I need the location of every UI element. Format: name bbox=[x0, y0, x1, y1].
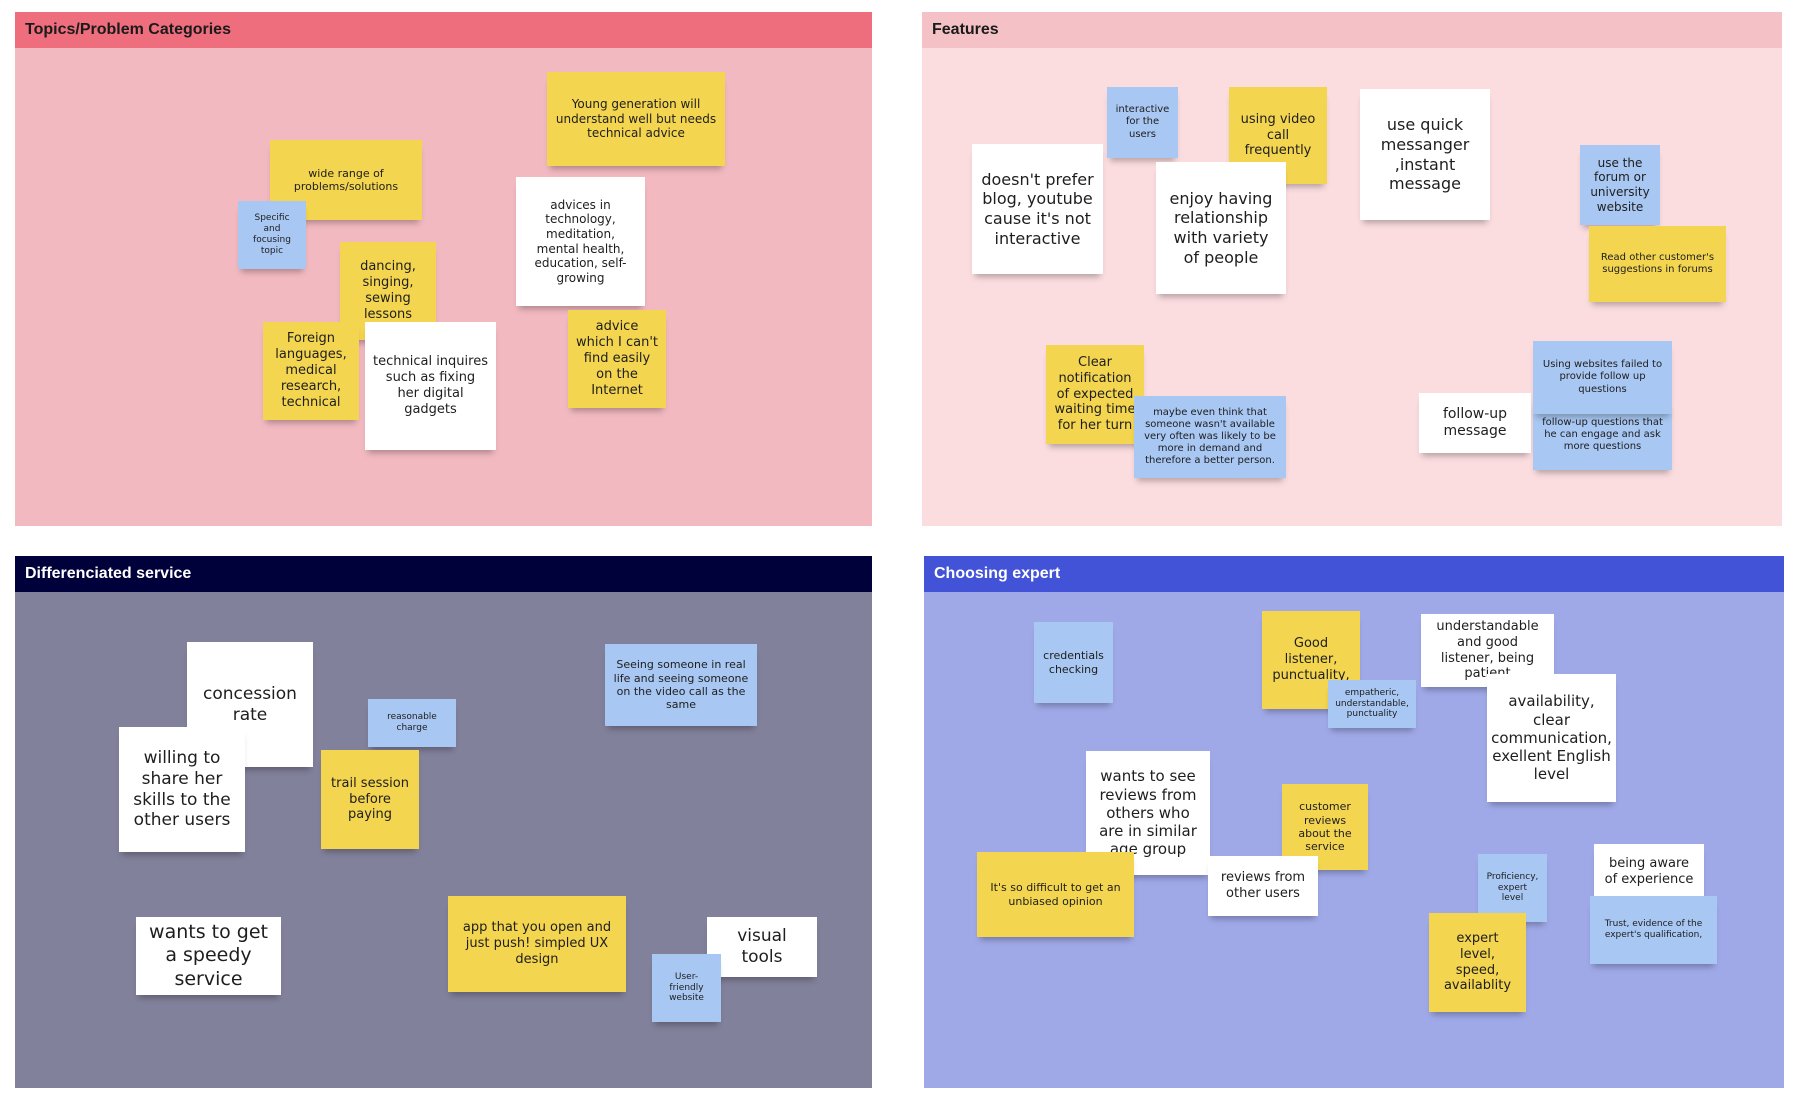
sticky-note[interactable]: Foreign languages, medical research, tec… bbox=[263, 322, 359, 420]
sticky-note[interactable]: use quick messanger ,instant message bbox=[1360, 89, 1490, 220]
sticky-note[interactable]: use the forum or university website bbox=[1580, 145, 1660, 225]
sticky-note[interactable]: advice which I can't find easily on the … bbox=[568, 310, 666, 408]
sticky-note[interactable]: trail session before paying bbox=[321, 750, 419, 849]
sticky-note[interactable]: willing to share her skills to the other… bbox=[119, 727, 245, 852]
sticky-note[interactable]: empatheric, understandable, punctuality bbox=[1328, 680, 1416, 728]
sticky-note[interactable]: wants to get a speedy service bbox=[136, 917, 281, 995]
frame-features-header[interactable]: Features bbox=[922, 12, 1782, 48]
sticky-note[interactable]: expert level, speed, availablity bbox=[1429, 913, 1526, 1012]
sticky-note[interactable]: User-friendly website bbox=[652, 954, 721, 1022]
sticky-note[interactable]: It's so difficult to get an unbiased opi… bbox=[977, 852, 1134, 937]
frame-diff-body: concession rate willing to share her ski… bbox=[15, 592, 872, 1088]
frame-title: Differenciated service bbox=[25, 565, 192, 582]
sticky-note[interactable]: reasonable charge bbox=[368, 699, 456, 747]
sticky-note[interactable]: Young generation will understand well bu… bbox=[547, 72, 725, 166]
sticky-note[interactable]: availability, clear communication, exell… bbox=[1487, 674, 1616, 802]
sticky-note[interactable]: enjoy having relationship with variety o… bbox=[1156, 162, 1286, 294]
frame-title: Topics/Problem Categories bbox=[25, 21, 231, 38]
sticky-note[interactable]: maybe even think that someone wasn't ava… bbox=[1134, 396, 1286, 478]
sticky-note[interactable]: Proficiency, expert level bbox=[1478, 854, 1547, 922]
sticky-note[interactable]: app that you open and just push! simpled… bbox=[448, 896, 626, 992]
sticky-note[interactable]: Read other customer's suggestions in for… bbox=[1589, 226, 1726, 302]
sticky-note[interactable]: Trust, evidence of the expert's qualific… bbox=[1590, 896, 1717, 964]
frame-features: Features interactive for the users using… bbox=[922, 12, 1782, 526]
frame-title: Features bbox=[932, 21, 999, 38]
sticky-note[interactable]: Specific and focusing topic bbox=[238, 201, 306, 269]
sticky-note[interactable]: visual tools bbox=[707, 917, 817, 977]
frame-topics: Topics/Problem Categories wide range of … bbox=[15, 12, 872, 526]
sticky-note[interactable]: advices in technology, meditation, menta… bbox=[516, 177, 645, 306]
sticky-note[interactable]: customer reviews about the service bbox=[1282, 784, 1368, 870]
sticky-note[interactable]: credentials checking bbox=[1034, 622, 1113, 703]
sticky-note[interactable]: Using websites failed to provide follow … bbox=[1533, 341, 1672, 414]
sticky-note[interactable]: Clear notification of expected waiting t… bbox=[1046, 345, 1144, 444]
sticky-note[interactable]: being aware of experience bbox=[1594, 844, 1704, 900]
frame-expert-header[interactable]: Choosing expert bbox=[924, 556, 1784, 592]
frame-topics-header[interactable]: Topics/Problem Categories bbox=[15, 12, 872, 48]
sticky-note[interactable]: interactive for the users bbox=[1107, 87, 1178, 158]
sticky-note[interactable]: Seeing someone in real life and seeing s… bbox=[605, 644, 757, 726]
frame-topics-body: wide range of problems/solutions Specifi… bbox=[15, 48, 872, 526]
frame-title: Choosing expert bbox=[934, 565, 1061, 582]
frame-features-body: interactive for the users using video ca… bbox=[922, 48, 1782, 526]
sticky-note[interactable]: technical inquires such as fixing her di… bbox=[365, 322, 496, 450]
frame-expert-body: credentials checking Good listener, punc… bbox=[924, 592, 1784, 1088]
frame-choosing-expert: Choosing expert credentials checking Goo… bbox=[924, 556, 1784, 1088]
sticky-note[interactable]: follow-up message bbox=[1419, 393, 1531, 453]
frame-differentiated-service: Differenciated service concession rate w… bbox=[15, 556, 872, 1088]
sticky-note[interactable]: reviews from other users bbox=[1208, 856, 1318, 916]
sticky-note[interactable]: wants to see reviews from others who are… bbox=[1086, 751, 1210, 875]
sticky-note[interactable]: doesn't prefer blog, youtube cause it's … bbox=[972, 144, 1103, 274]
frame-diff-header[interactable]: Differenciated service bbox=[15, 556, 872, 592]
